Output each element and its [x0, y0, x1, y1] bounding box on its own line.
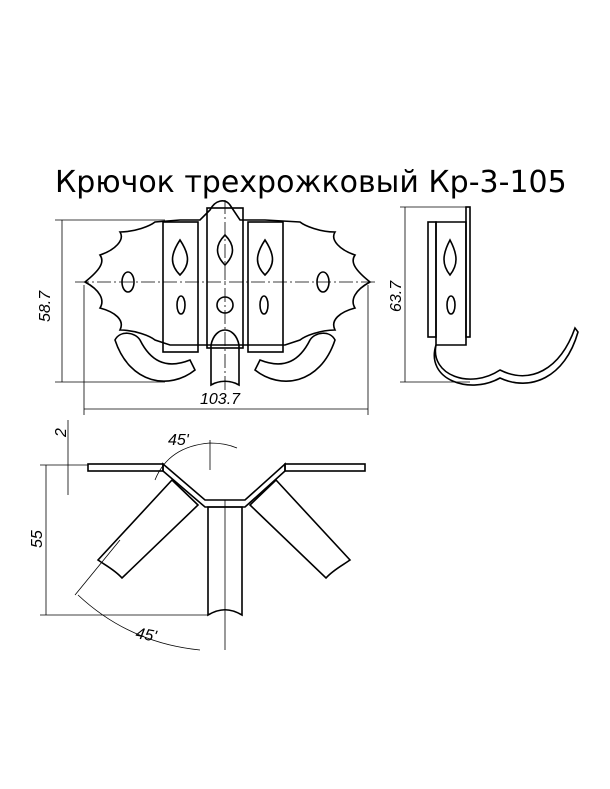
dim-angle-top: 45': [168, 432, 190, 449]
top-view: 55 2 45' 45': [29, 420, 366, 651]
dim-plate-thickness: 2: [53, 428, 70, 438]
dim-side-height: 63.7: [388, 280, 405, 312]
dim-top-depth: 55: [29, 530, 46, 548]
dim-front-width: 103.7: [200, 391, 241, 408]
drawing-title: Крючок трехрожковый Кр-3-105: [55, 165, 567, 200]
side-view: 63.7: [388, 206, 579, 386]
dim-front-height: 58.7: [37, 290, 54, 322]
dim-angle-bottom: 45': [134, 625, 158, 646]
front-view: 58.7 103.7: [37, 200, 375, 415]
